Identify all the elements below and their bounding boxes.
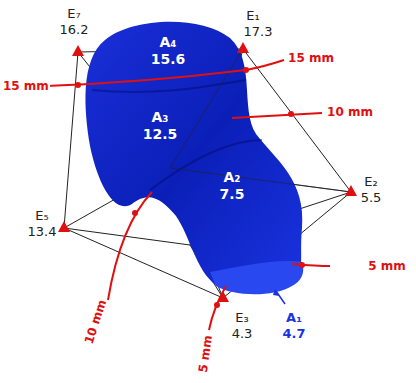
dimension: 15 mm <box>2 80 50 93</box>
iso-surface <box>85 22 302 293</box>
dimension: 5 mm <box>197 334 216 375</box>
region-name: A₄ <box>160 35 177 50</box>
region-value: 4.7 <box>282 327 305 341</box>
region-value: 7.5 <box>220 187 245 202</box>
vertex-value: 17.3 <box>244 25 273 39</box>
region-value: 15.6 <box>151 52 186 67</box>
vertex-value: 16.2 <box>60 23 89 37</box>
dimension: 10 mm <box>82 297 109 347</box>
vertex-name: E₇ <box>67 7 80 21</box>
vertex-value: 4.3 <box>232 327 253 341</box>
region-name: A₂ <box>224 170 241 185</box>
dimension: 5 mm <box>367 260 407 273</box>
vertex-name: E₂ <box>364 175 377 189</box>
region-value: 12.5 <box>143 127 178 142</box>
vertex-markers <box>58 42 357 302</box>
leader-line <box>276 291 285 304</box>
dimension: 10 mm <box>326 106 374 119</box>
dimension: 15 mm <box>287 52 335 65</box>
region-name: A₃ <box>152 110 169 125</box>
region-name: A₁ <box>286 311 302 325</box>
vertex-name: E₅ <box>35 209 48 223</box>
vertex-name: E₃ <box>235 311 248 325</box>
vertex-name: E₁ <box>246 9 259 23</box>
contour-lines <box>46 60 330 330</box>
vertex-value: 5.5 <box>361 191 382 205</box>
contour-dots <box>75 67 305 308</box>
vertex-value: 13.4 <box>28 225 57 239</box>
